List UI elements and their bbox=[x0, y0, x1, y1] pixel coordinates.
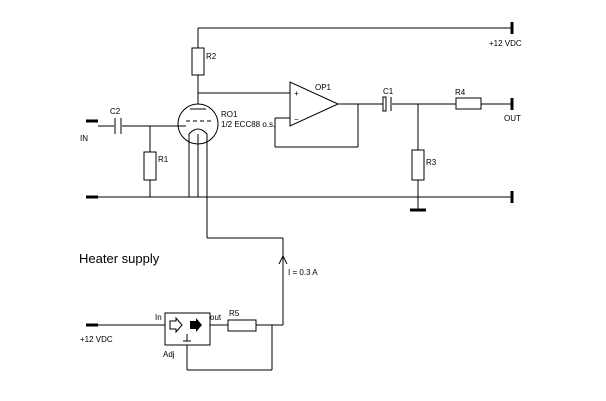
ro1-label: RO1 bbox=[221, 110, 238, 119]
regulator-in-label: In bbox=[155, 313, 162, 322]
r3-label: R3 bbox=[426, 158, 437, 167]
resistor-r4 bbox=[455, 97, 482, 110]
resistor-r1 bbox=[143, 151, 157, 181]
in-label: IN bbox=[80, 134, 88, 143]
c1-label: C1 bbox=[383, 87, 394, 96]
heater-supply-title: Heater supply bbox=[79, 251, 160, 266]
capacitor-c2 bbox=[114, 118, 122, 134]
adjust-feedback-wire bbox=[186, 325, 273, 371]
current-label: I = 0.3 A bbox=[288, 268, 318, 277]
r2-label: R2 bbox=[206, 52, 217, 61]
ro1-description: 1/2 ECC88 o.s. bbox=[221, 120, 275, 129]
opamp-op1 bbox=[289, 81, 340, 127]
out-label: OUT bbox=[504, 114, 521, 123]
r5-label: R5 bbox=[229, 309, 240, 318]
r1-label: R1 bbox=[158, 155, 169, 164]
supply-rail-top bbox=[197, 22, 514, 48]
heater-wiring bbox=[206, 145, 288, 325]
op1-label: OP1 bbox=[315, 83, 332, 92]
opamp-plus-label: + bbox=[294, 89, 299, 98]
resistor-r3 bbox=[411, 149, 425, 181]
capacitor-c1 bbox=[382, 96, 392, 112]
regulator-adj-label: Adj bbox=[163, 350, 175, 359]
ground-rail bbox=[86, 145, 514, 203]
r4-label: R4 bbox=[455, 88, 466, 97]
resistor-r5 bbox=[227, 319, 257, 332]
opamp-minus-label: − bbox=[294, 115, 299, 124]
supply-top-label: +12 VDC bbox=[489, 39, 522, 48]
resistor-r2 bbox=[191, 47, 205, 76]
c2-label: C2 bbox=[110, 107, 121, 116]
vacuum-tube-ro1 bbox=[177, 103, 219, 145]
regulator-out-label: out bbox=[210, 313, 222, 322]
voltage-regulator bbox=[164, 312, 211, 346]
feedback-loop bbox=[274, 104, 359, 148]
supply-bottom-label: +12 VDC bbox=[80, 335, 113, 344]
